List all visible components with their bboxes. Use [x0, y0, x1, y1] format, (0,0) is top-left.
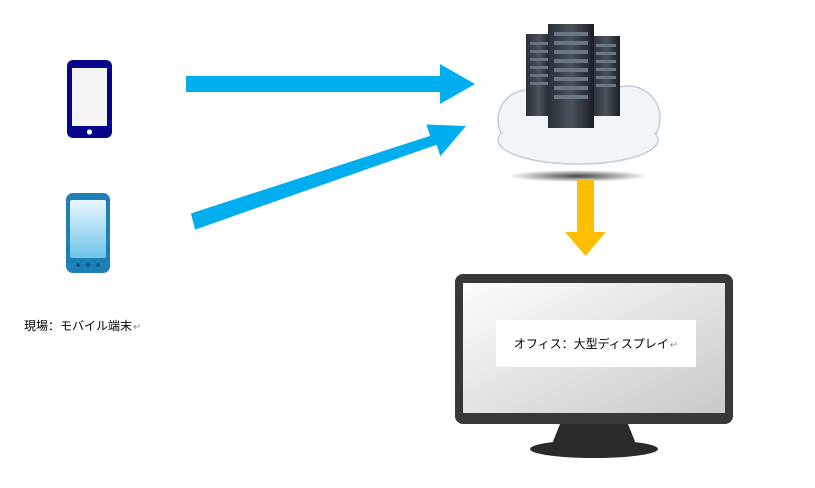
office-display-label: オフィス：大型ディスプレイ↵	[513, 337, 679, 351]
arrow-to-cloud-1	[186, 64, 475, 104]
arrow-to-display	[565, 179, 606, 256]
field-mobile-label: 現場：モバイル端末↵	[24, 319, 142, 333]
android-phone-icon	[66, 193, 110, 273]
smartphone-icon	[67, 60, 112, 138]
arrow-to-cloud-2	[190, 124, 466, 230]
return-mark: ↵	[133, 322, 142, 333]
return-mark: ↵	[669, 340, 679, 351]
cloud-server-icon	[497, 24, 661, 182]
office-display-label-box: オフィス：大型ディスプレイ↵	[496, 320, 696, 367]
